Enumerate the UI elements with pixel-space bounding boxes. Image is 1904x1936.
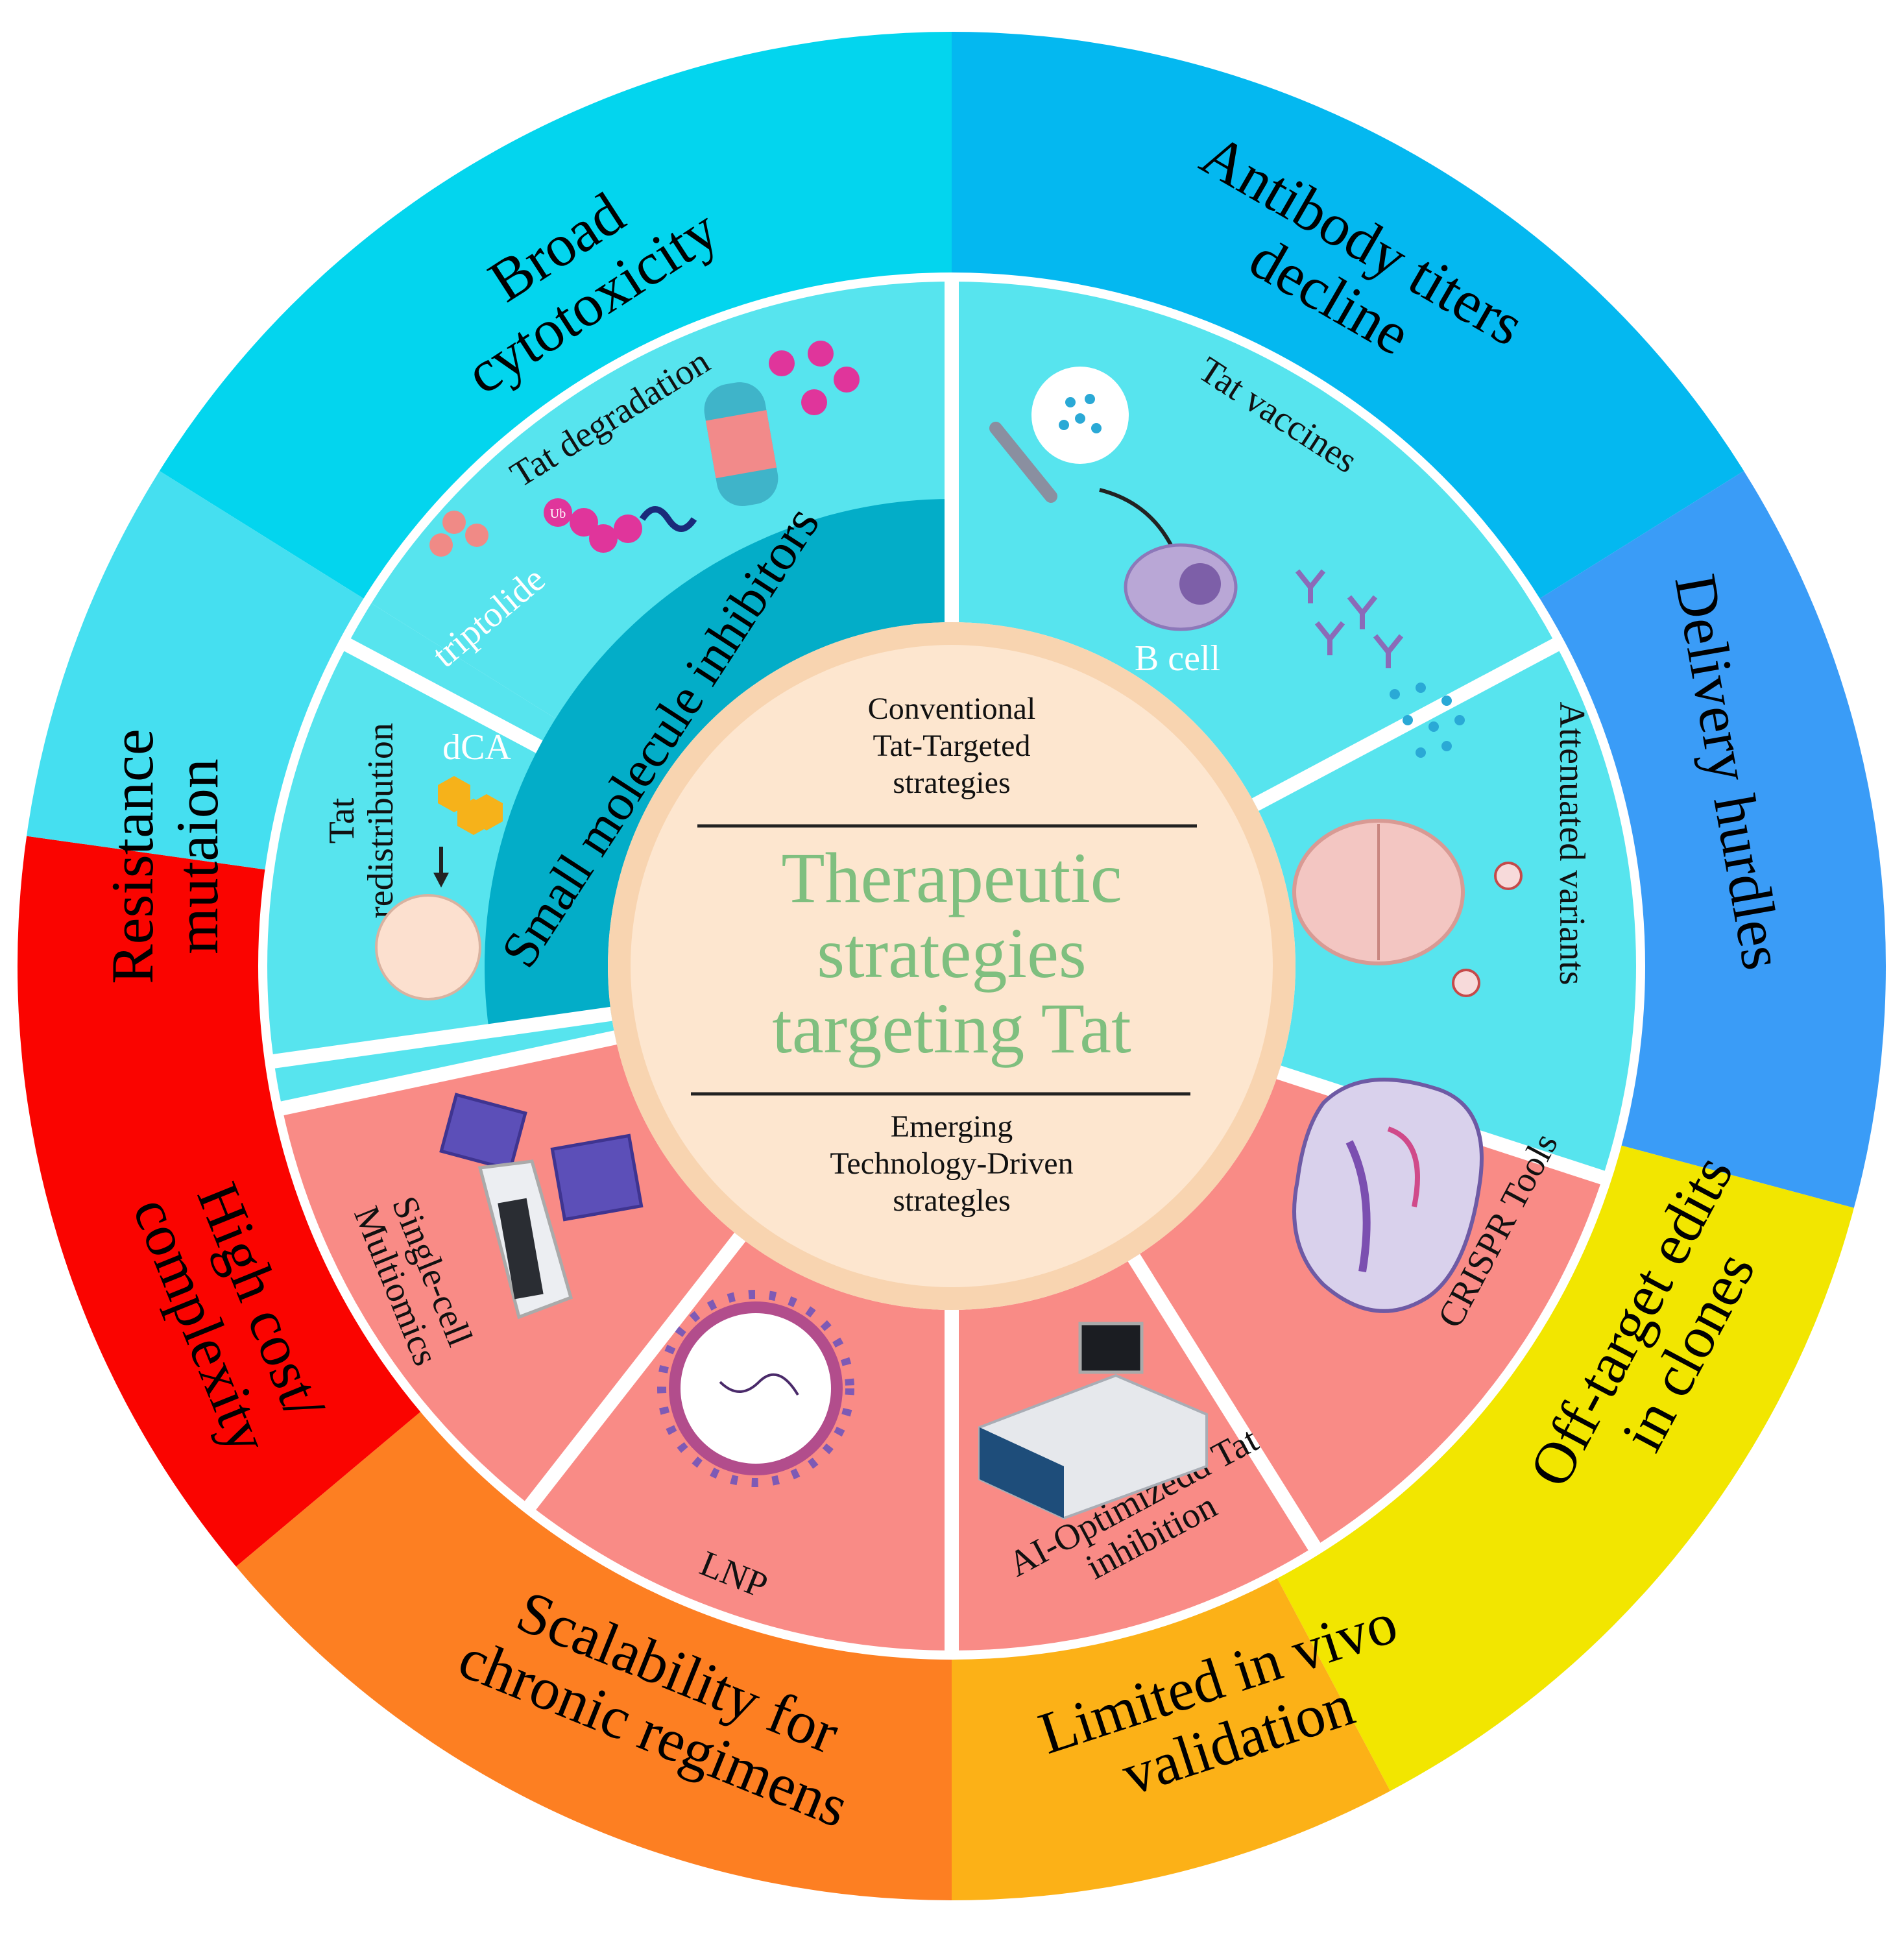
svg-text:mutaion: mutaion xyxy=(164,758,230,954)
inner-separator-0 xyxy=(269,1006,612,1069)
lnp-particle-icon xyxy=(669,1301,843,1475)
svg-text:Ub: Ub xyxy=(550,507,566,521)
cell-nucleus-icon xyxy=(375,894,481,1000)
triptolide-molecules-icon xyxy=(429,511,488,557)
center-bottom-line-1: Emerging xyxy=(891,1109,1013,1144)
antibodies-icon xyxy=(1295,569,1404,668)
tat-redistribution-label-2: redistribution xyxy=(361,723,401,919)
center-bottom-line-3: strategles xyxy=(893,1183,1010,1218)
center-title-line-3: targeting Tat xyxy=(772,989,1131,1068)
virus-icon xyxy=(1494,862,1523,890)
center-title-line-2: strategies xyxy=(817,914,1086,993)
outer-segment-broad xyxy=(115,32,952,602)
dca-label: dCA xyxy=(442,727,511,768)
svg-text:Resistance: Resistance xyxy=(99,729,165,984)
center-top-line-1: Conventional xyxy=(868,692,1036,726)
outer-segment-antibody xyxy=(952,32,1789,602)
b-cell-label: B cell xyxy=(1135,638,1220,679)
inner-separator-lower-left xyxy=(277,1030,617,1117)
tat-redistribution-label-1: Tat xyxy=(322,797,362,843)
center-top-line-3: strategies xyxy=(893,766,1010,800)
tat-redistribution-panel: Tat redistribution dCA xyxy=(322,723,511,1000)
single-cell-instrument-icon xyxy=(439,1093,644,1320)
center-bottom-line-2: Technology-Driven xyxy=(830,1146,1073,1181)
inner-separator-3 xyxy=(522,1232,746,1513)
ubiquitin-released-icon xyxy=(769,341,860,415)
ubiquitin-chain-icon: Ub xyxy=(544,498,697,553)
ring-boundary xyxy=(258,272,1645,1660)
syringe-icon xyxy=(989,422,1057,503)
outer-segment-offtarget xyxy=(1274,1144,1886,1837)
ai-instrument-icon xyxy=(978,1322,1208,1520)
outer-segment-scalability xyxy=(196,1408,952,1900)
inner-separator-left xyxy=(341,636,543,753)
small-molecule-band xyxy=(485,499,952,1032)
center-top-line-2: Tat-Targeted xyxy=(873,729,1031,763)
crispr-complex-icon xyxy=(1292,1078,1484,1313)
proteasome-icon xyxy=(704,382,778,507)
attenuated-particles-icon xyxy=(1390,683,1465,758)
label-resistance-mutation: Resistance mutaion xyxy=(99,729,230,984)
inner-separator-1 xyxy=(1127,1253,1323,1553)
attenuated-panel: Attenuated variants xyxy=(1292,683,1592,997)
lnp-panel: LNP xyxy=(657,1290,854,1606)
center-title-line-1: Therapeutic xyxy=(781,838,1122,917)
attenuated-label: Attenuated variants xyxy=(1552,702,1592,986)
separators xyxy=(258,272,1645,1660)
dca-molecule-icon xyxy=(438,776,503,835)
center-disc xyxy=(631,645,1273,1287)
